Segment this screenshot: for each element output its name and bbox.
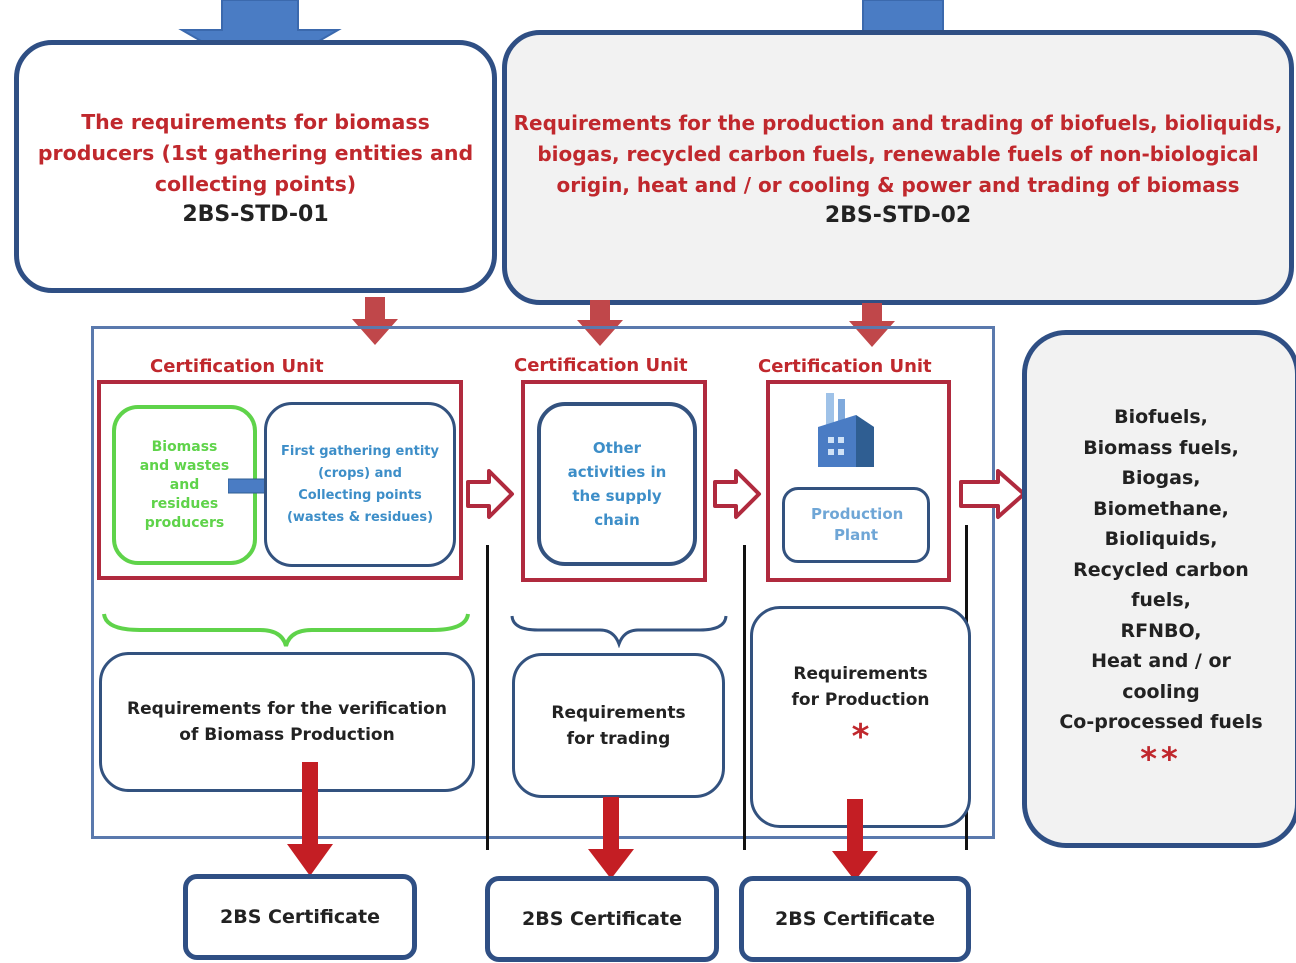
- trading-requirements-label: Requirements for trading: [551, 702, 686, 749]
- production-requirements-box: Requirements for Production *: [750, 606, 971, 828]
- certification-unit-label: Certification Unit: [150, 356, 324, 377]
- red-down-arrow-icon: [352, 297, 398, 345]
- divider-line: [486, 545, 489, 850]
- certificate-box: 2BS Certificate: [485, 876, 719, 962]
- certification-unit-label: Certification Unit: [514, 355, 688, 376]
- verification-requirements-box: Requirements for the verification of Bio…: [99, 652, 475, 792]
- certification-unit-2: [521, 380, 707, 582]
- certification-unit-1: [97, 380, 463, 580]
- certification-unit-label: Certification Unit: [758, 356, 932, 377]
- production-requirements-label: Requirements for Production: [791, 664, 930, 710]
- certificate-label: 2BS Certificate: [522, 908, 682, 930]
- output-line: cooling: [1122, 680, 1200, 703]
- production-trading-requirements-box: Requirements for the production and trad…: [502, 30, 1294, 305]
- biomass-producers-requirements-box: The requirements for biomass producers (…: [14, 40, 497, 293]
- certificate-label: 2BS Certificate: [220, 906, 380, 928]
- red-down-arrow-icon: [832, 799, 878, 881]
- double-asterisk: **: [1140, 739, 1182, 778]
- output-line: Heat and / or: [1091, 650, 1231, 673]
- certification-scope-frame: [91, 326, 995, 839]
- certificate-label: 2BS Certificate: [775, 908, 935, 930]
- production-trading-title: Requirements for the production and trad…: [514, 108, 1283, 201]
- output-line: Biomass fuels,: [1083, 436, 1239, 459]
- first-gathering-box: First gathering entity (crops) and Colle…: [264, 402, 456, 567]
- output-line: RFNBO,: [1120, 619, 1202, 642]
- single-asterisk: *: [851, 717, 870, 757]
- hollow-right-arrow-icon: [713, 469, 761, 519]
- red-down-arrow-icon: [577, 300, 623, 346]
- title-line: The requirements for biomass: [81, 109, 430, 134]
- production-plant-box: Production Plant: [782, 487, 930, 563]
- certification-unit-3: [766, 380, 951, 582]
- other-activities-box: Other activities in the supply chain: [537, 402, 697, 566]
- other-activities-label: Other activities in the supply chain: [567, 439, 667, 529]
- certificate-box: 2BS Certificate: [739, 876, 971, 962]
- title-line: origin, heat and / or cooling & power an…: [556, 172, 1240, 197]
- output-line: fuels,: [1131, 589, 1191, 612]
- output-fuels-list: Biofuels, Biomass fuels, Biogas, Biometh…: [1059, 402, 1262, 738]
- biomass-producers-label: Biomass and wastes and residues producer…: [139, 438, 230, 531]
- output-line: Biogas,: [1121, 467, 1201, 490]
- output-line: Recycled carbon: [1073, 558, 1249, 581]
- biomass-producers-title: The requirements for biomass producers (…: [38, 107, 473, 200]
- title-line: biogas, recycled carbon fuels, renewable…: [537, 141, 1259, 166]
- red-down-arrow-icon: [849, 303, 895, 347]
- output-line: Co-processed fuels: [1059, 711, 1263, 734]
- verification-requirements-label: Requirements for the verification of Bio…: [127, 699, 447, 745]
- output-line: Biomethane,: [1093, 497, 1229, 520]
- hollow-right-arrow-icon: [466, 469, 514, 519]
- factory-icon: [818, 393, 874, 467]
- output-line: Bioliquids,: [1104, 528, 1218, 551]
- blue-brace-icon: [510, 615, 728, 648]
- title-line: producers (1st gathering entities and: [37, 140, 474, 165]
- hollow-right-arrow-icon: [959, 469, 1026, 519]
- first-gathering-label: First gathering entity (crops) and Colle…: [281, 443, 439, 525]
- output-fuels-box: Biofuels, Biomass fuels, Biogas, Biometh…: [1022, 330, 1296, 848]
- output-line: Biofuels,: [1114, 406, 1208, 429]
- title-line: Requirements for the production and trad…: [513, 110, 1283, 135]
- certificate-box: 2BS Certificate: [183, 874, 417, 960]
- std-code: 2BS-STD-02: [824, 202, 972, 228]
- trading-requirements-box: Requirements for trading: [512, 653, 725, 798]
- production-plant-label: Production Plant: [811, 505, 904, 544]
- divider-line: [743, 545, 746, 850]
- red-down-arrow-icon: [588, 797, 634, 879]
- title-line: collecting points): [154, 171, 357, 196]
- red-down-arrow-icon: [287, 762, 333, 876]
- std-code: 2BS-STD-01: [182, 201, 329, 227]
- green-brace-icon: [102, 613, 470, 647]
